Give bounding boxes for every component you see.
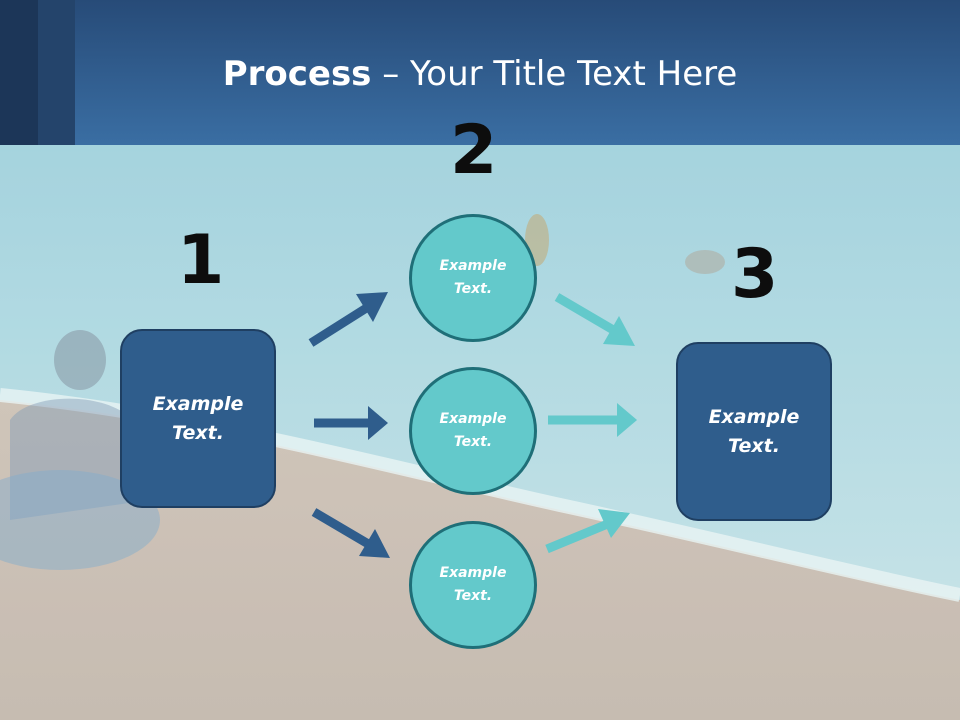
circle-bottom-text-line1: Example — [439, 565, 507, 581]
step-3-box: Example Text. — [676, 342, 832, 521]
step-number-3: 3 — [731, 235, 779, 314]
circle-middle-text-line2: Text. — [453, 434, 493, 450]
step-2-circle-top: Example Text. — [409, 214, 537, 342]
arrow-bottom-to-right — [545, 509, 630, 554]
step-1-text-line2: Text. — [172, 421, 224, 444]
circle-middle-text-line1: Example — [439, 411, 507, 427]
circle-top-text-line2: Text. — [453, 281, 493, 297]
slide-title: Process – Your Title Text Here — [0, 52, 960, 96]
step-2-circle-bottom: Example Text. — [409, 521, 537, 649]
step-1-box: Example Text. — [120, 329, 276, 508]
header-accent-strip-2 — [38, 0, 75, 145]
arrow-middle-to-right — [548, 403, 637, 437]
step-3-text-line2: Text. — [728, 434, 780, 457]
step-2-circle-middle: Example Text. — [409, 367, 537, 495]
title-bold: Process — [222, 54, 372, 94]
title-bar: Process – Your Title Text Here — [0, 0, 960, 145]
circle-bottom-text-line2: Text. — [453, 588, 493, 604]
step-1-text-line1: Example — [152, 392, 244, 415]
step-3-text-line1: Example — [708, 405, 800, 428]
arrow-left-to-bottom — [311, 508, 390, 558]
arrow-top-to-right — [554, 293, 635, 346]
header-accent-strip — [0, 0, 38, 145]
step-number-2: 2 — [450, 111, 498, 190]
circle-top-text-line1: Example — [439, 258, 507, 274]
step-number-1: 1 — [177, 221, 225, 300]
arrow-left-to-middle — [314, 406, 388, 440]
title-rest: – Your Title Text Here — [371, 54, 738, 94]
arrow-left-to-top — [308, 292, 388, 347]
